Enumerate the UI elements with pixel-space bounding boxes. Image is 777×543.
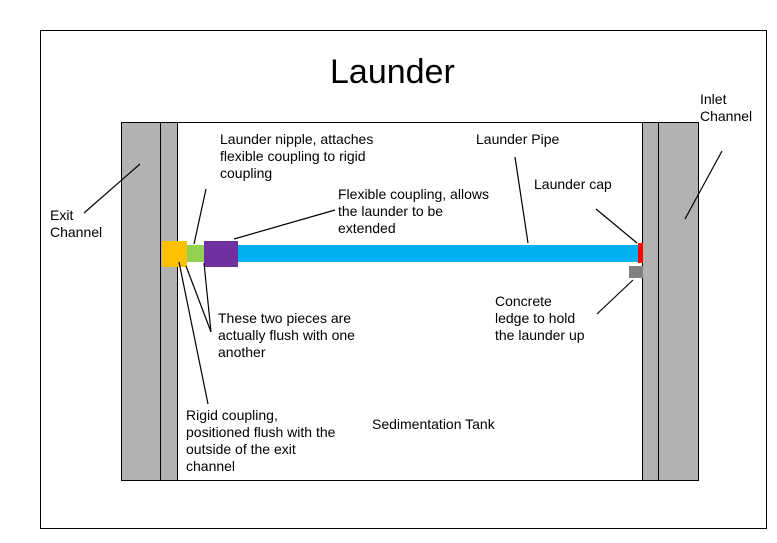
exit-channel-leader [83,163,141,214]
tank-outline [121,122,699,481]
launder-nipple-label: Launder nipple, attaches flexible coupli… [220,131,374,181]
exit-channel-inner-wall [160,122,178,481]
concrete-ledge [629,266,643,278]
flush-pieces-leader-a [185,265,212,333]
exit-channel-outer-wall [121,122,161,481]
inlet-channel-inner-wall [642,122,659,481]
launder-nipple-leader [193,188,207,245]
launder-cap-label: Launder cap [534,176,612,192]
inlet-channel-leader [684,150,723,220]
diagram-title: Launder [330,53,455,91]
rigid-coupling-leader [178,261,209,405]
rigid-coupling [162,241,187,267]
inlet-channel-label: Inlet Channel [700,91,753,124]
flush-pieces-label: These two pieces are actually flush with… [218,310,355,360]
launder-nipple [187,245,204,262]
flexible-coupling-label: Flexible coupling, allows the launder to… [338,186,489,236]
flexible-coupling [204,241,238,267]
concrete-ledge-leader [596,279,634,315]
flush-pieces-leader-b [203,262,212,333]
launder-cap-leader [595,208,638,244]
flexible-coupling-leader [233,209,336,240]
exit-channel-label: Exit Channel [50,207,103,240]
rigid-coupling-label: Rigid coupling, positioned flush with th… [186,407,336,474]
concrete-ledge-label: Concrete ledge to hold the launder up [495,293,585,343]
inlet-channel-outer-wall [658,122,699,481]
sedimentation-tank-label: Sedimentation Tank [372,416,495,432]
launder-pipe-leader [514,156,529,244]
launder-cap [638,243,643,263]
launder-pipe-label: Launder Pipe [476,131,560,147]
launder-pipe [238,245,638,262]
